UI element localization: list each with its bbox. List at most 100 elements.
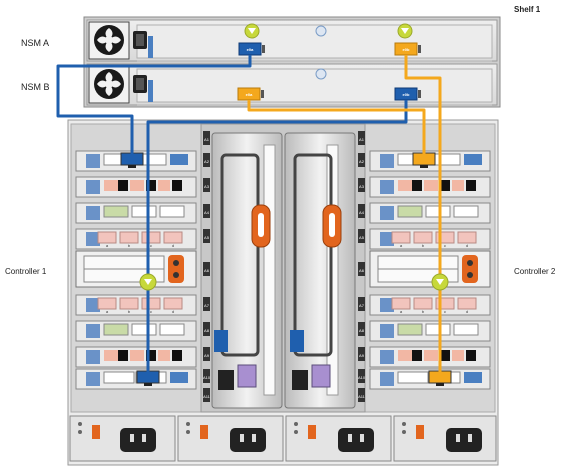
slot-tab-left: A5 (203, 229, 210, 243)
io-card (75, 176, 197, 198)
slot-tab-right: A5 (358, 229, 365, 243)
card-port-label: b (128, 243, 131, 248)
slot-number: A3 (359, 184, 365, 189)
io-card (75, 202, 197, 224)
slot-tab-left: A7 (203, 297, 210, 311)
slot-tab-left: A8 (203, 322, 210, 336)
io-card (369, 202, 491, 224)
io-card (75, 250, 197, 288)
port-label: e0b (403, 92, 410, 97)
slot-tab-right: A2 (358, 153, 365, 167)
card-port-label: d (466, 309, 468, 314)
io-card (369, 250, 491, 288)
io-card (75, 368, 197, 390)
psu-1 (69, 415, 176, 462)
nsm-b-label: NSM B (21, 82, 50, 92)
slot-number: A4 (359, 210, 365, 215)
cable-orange-2 (404, 55, 442, 378)
card-port-label: c (444, 309, 446, 314)
io-card: a b c d (75, 228, 197, 250)
latch-icon (139, 273, 157, 291)
card-port-label: b (422, 243, 425, 248)
fan-icon (88, 65, 147, 104)
psu-4 (393, 415, 497, 462)
slot-number: A7 (204, 303, 210, 308)
io-card (75, 320, 197, 342)
slot-number: A11 (203, 394, 211, 399)
slot-tab-left: A3 (203, 178, 210, 192)
slot-number: A1 (204, 137, 210, 142)
slot-tab-left: A11 (203, 388, 211, 402)
port-label: e0a (246, 92, 253, 97)
psu-3 (285, 415, 392, 462)
slot-tab-right: A7 (358, 297, 365, 311)
controller-2-label: Controller 2 (514, 267, 556, 276)
slot-tab-left: A9 (203, 347, 210, 361)
slot-tab-right: A3 (358, 178, 365, 192)
slot-number: A2 (204, 159, 210, 164)
slot-tab-right: A8 (358, 322, 365, 336)
card-port-label: c (150, 309, 152, 314)
controller-1-label: Controller 1 (5, 267, 47, 276)
card-port-label: a (106, 243, 109, 248)
card-port-label: d (466, 243, 468, 248)
fan-icon (88, 21, 147, 60)
nsm-a-module (86, 19, 498, 62)
card-port-label: c (444, 243, 446, 248)
slot-number: A6 (204, 268, 210, 273)
slot-number: A9 (359, 353, 365, 358)
cable-orange-1 (247, 100, 426, 160)
card-port-label: a (106, 309, 109, 314)
slot-tab-right: A4 (358, 204, 365, 218)
slot-number: A5 (204, 235, 210, 240)
io-card (75, 346, 197, 368)
slot-number: A6 (359, 268, 365, 273)
slot-tab-right: A1 (358, 131, 365, 145)
slot-number: A4 (204, 210, 210, 215)
slot-number: A3 (204, 184, 210, 189)
port-label: e0b (403, 47, 410, 52)
nsm-a-port-e0b[interactable]: e0b (394, 42, 421, 56)
slot-number: A8 (359, 328, 365, 333)
slot-tab-left: A10 (203, 369, 211, 383)
latch-icon (397, 23, 413, 39)
slot-number: A11 (358, 394, 366, 399)
nsm-a-label: NSM A (21, 38, 50, 48)
nsm-b-port-e0a[interactable]: e0a (237, 87, 264, 101)
card-port-label: c (150, 243, 152, 248)
slot-number: A10 (203, 375, 211, 380)
slot-number: A8 (204, 328, 210, 333)
io-card (369, 346, 491, 368)
io-card (369, 176, 491, 198)
card-port-label: a (400, 309, 403, 314)
port-label: e0a (247, 47, 254, 52)
slot-tab-right: A11 (358, 388, 366, 402)
card-port-label: d (172, 309, 174, 314)
slot-number: A9 (204, 353, 210, 358)
nsm-b-module (86, 63, 498, 106)
handle-icon (322, 204, 342, 248)
card-port-label: d (172, 243, 174, 248)
shelf-1-label: Shelf 1 (514, 5, 541, 14)
slot-number: A7 (359, 303, 365, 308)
slot-number: A1 (359, 137, 365, 142)
nsm-b-port-e0b[interactable]: e0b (394, 87, 421, 101)
slot-tab-left: A4 (203, 204, 210, 218)
handle-icon (251, 204, 271, 248)
cable-blue-1 (56, 55, 252, 160)
nsm-a-port-e0a[interactable]: e0a (238, 42, 265, 56)
slot-number: A5 (359, 235, 365, 240)
slot-tab-right: A10 (358, 369, 366, 383)
slot-number: A2 (359, 159, 365, 164)
storage-shelf (83, 16, 501, 108)
slot-tab-left: A2 (203, 153, 210, 167)
latch-icon (244, 23, 260, 39)
slot-number: A10 (358, 375, 366, 380)
slot-tab-right: A9 (358, 347, 365, 361)
card-port-label: a (400, 243, 403, 248)
latch-icon (431, 273, 449, 291)
